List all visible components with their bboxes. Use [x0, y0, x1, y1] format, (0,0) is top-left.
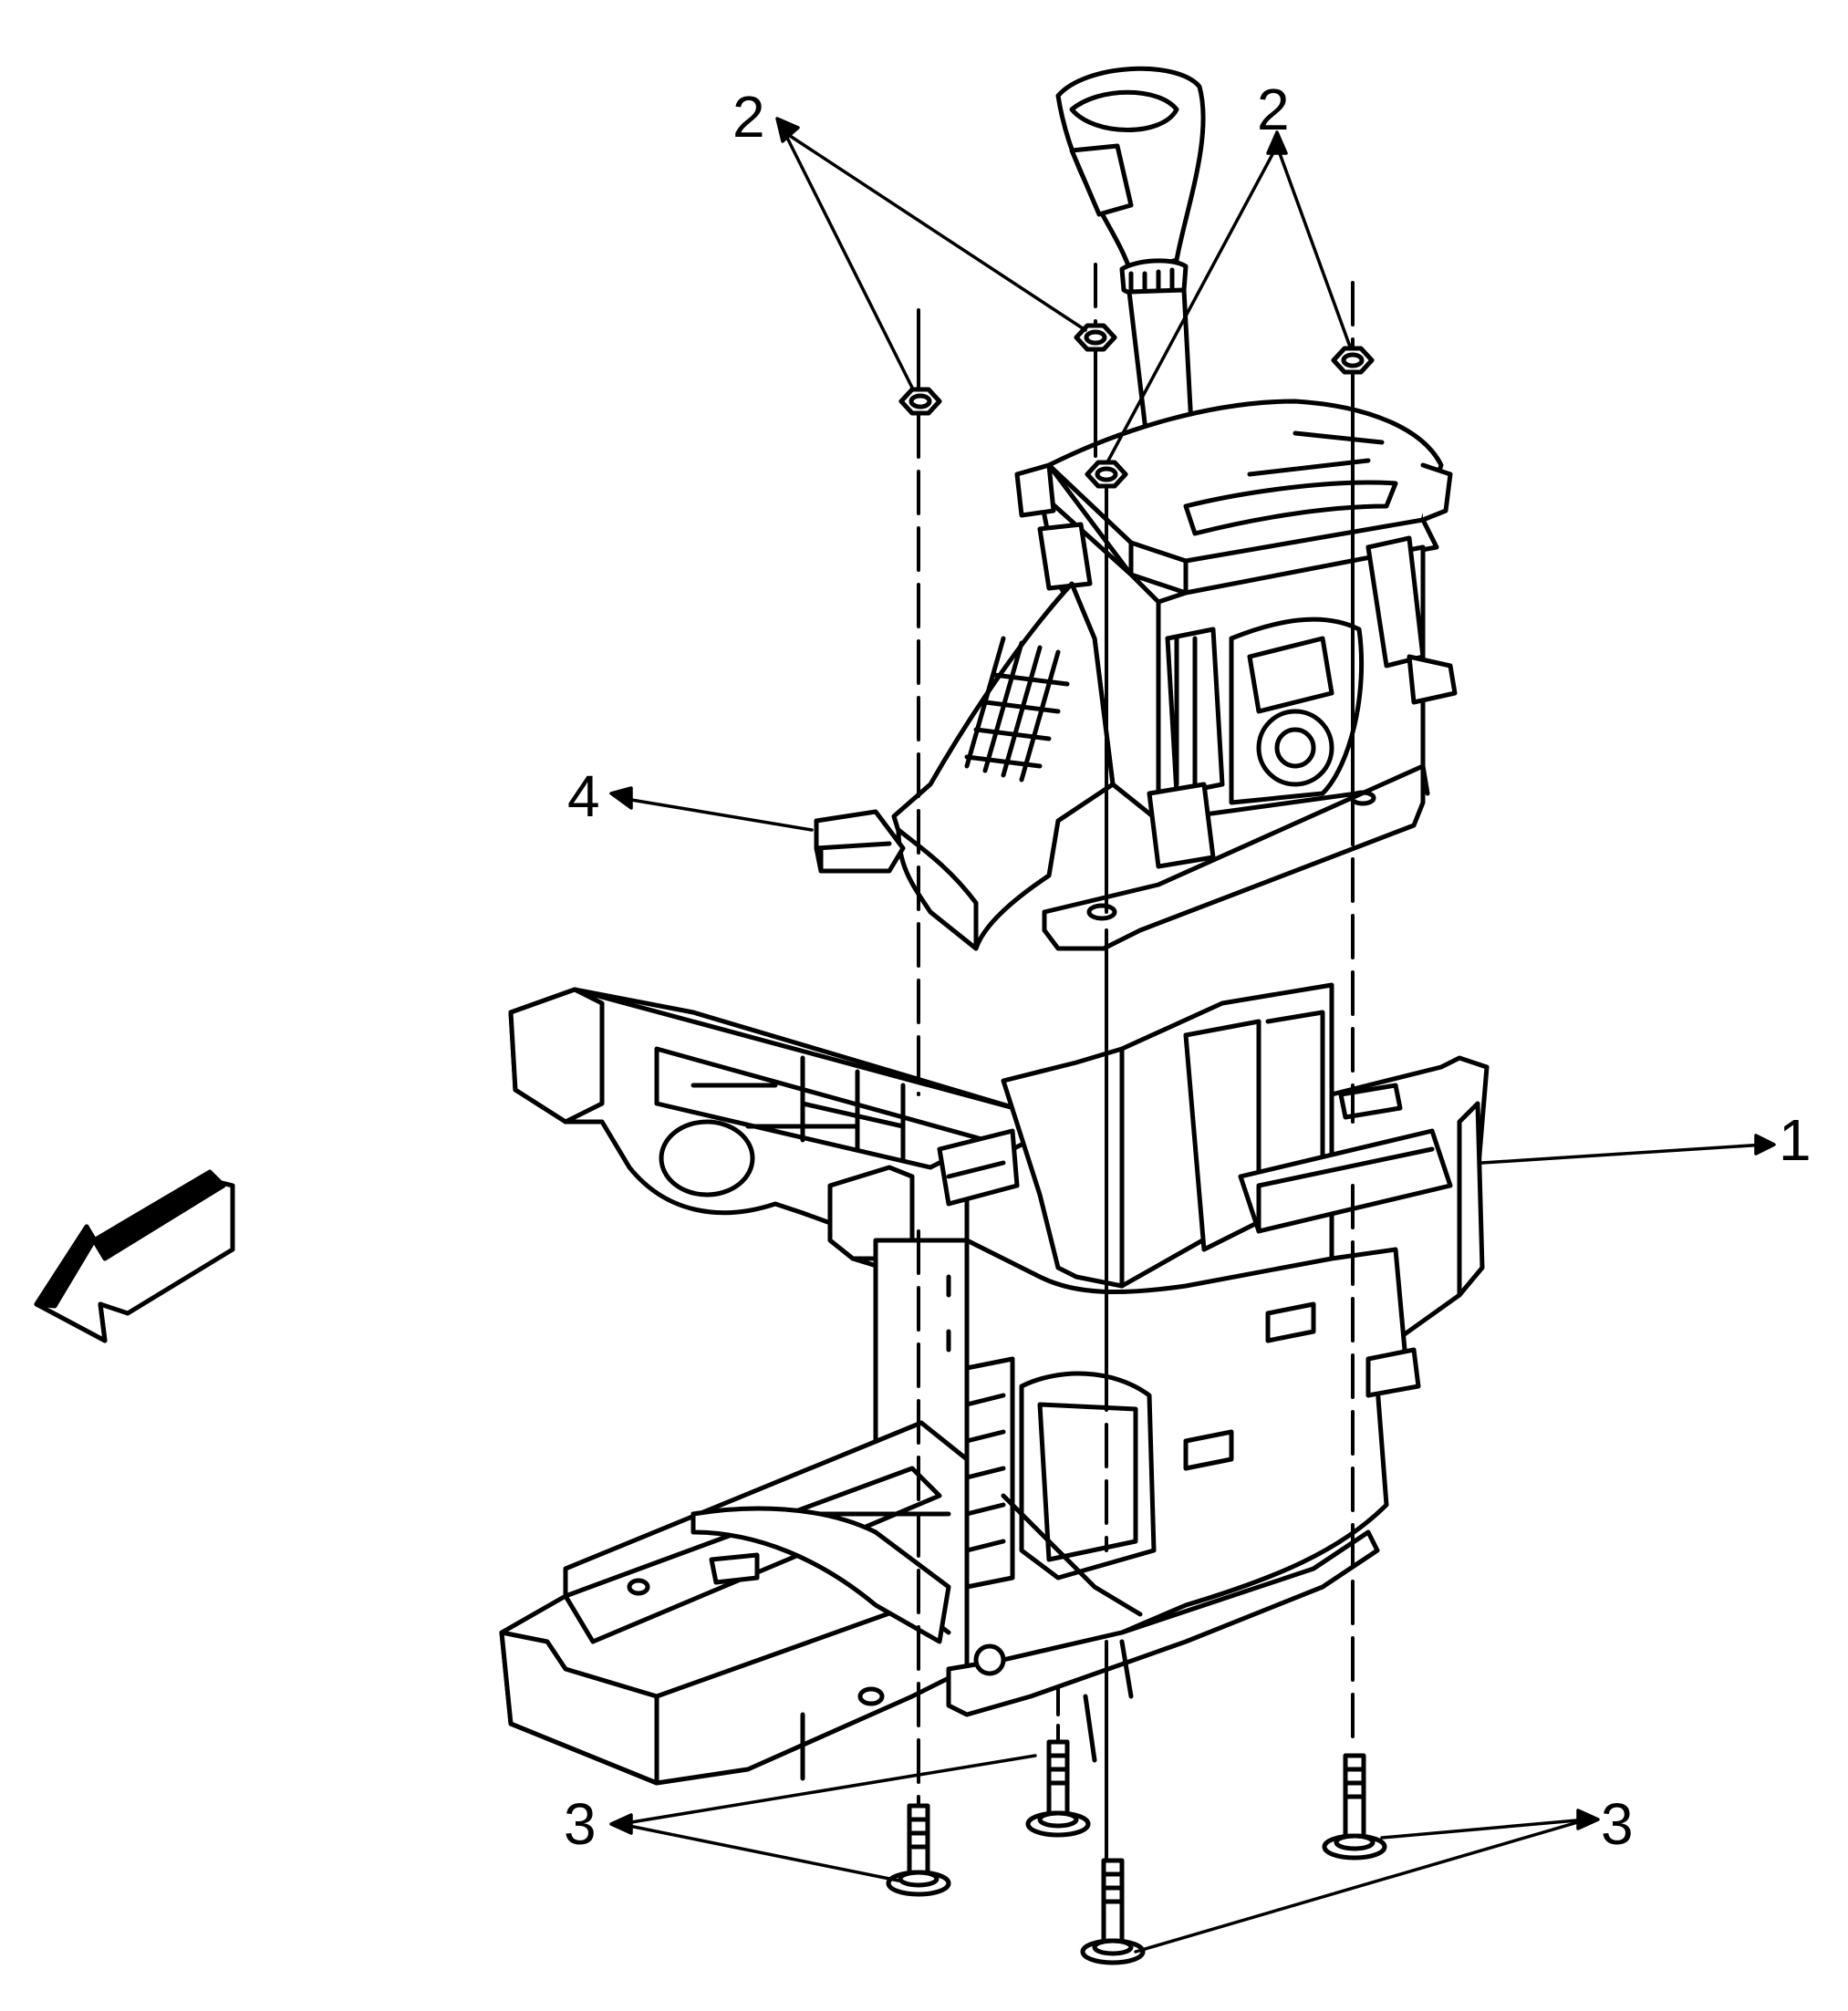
bolt: [1322, 1753, 1387, 1861]
shifter-bezel: [1046, 399, 1444, 596]
shifter-base-plate: [1042, 763, 1430, 951]
nut: [898, 387, 942, 416]
callout-1: 1: [1779, 1107, 1812, 1173]
callout-4: 4: [567, 763, 600, 829]
console-bracket: [499, 982, 1490, 1786]
front-direction-arrow-icon: [34, 1169, 235, 1343]
bolt: [1025, 1739, 1091, 1838]
bolt-fasteners: [886, 1739, 1387, 1965]
callout-2-right: 2: [1257, 77, 1290, 142]
part-4-bracket: [814, 809, 906, 874]
bolt: [1080, 1858, 1146, 1965]
bolt: [886, 1803, 951, 1897]
callout-3-left: 3: [564, 1791, 597, 1857]
nut: [1085, 460, 1128, 489]
alignment-lines: [917, 263, 1355, 1862]
shift-knob: [1055, 66, 1206, 298]
leader-lines: [609, 117, 1776, 1954]
callout-labels: 2 2 4 1 3 3: [564, 77, 1812, 1857]
shifter-assembly: [814, 66, 1458, 951]
callout-2-left: 2: [732, 84, 765, 150]
nut: [1331, 346, 1375, 375]
cable-duct: [814, 581, 1116, 951]
callout-3-right: 3: [1601, 1791, 1634, 1857]
